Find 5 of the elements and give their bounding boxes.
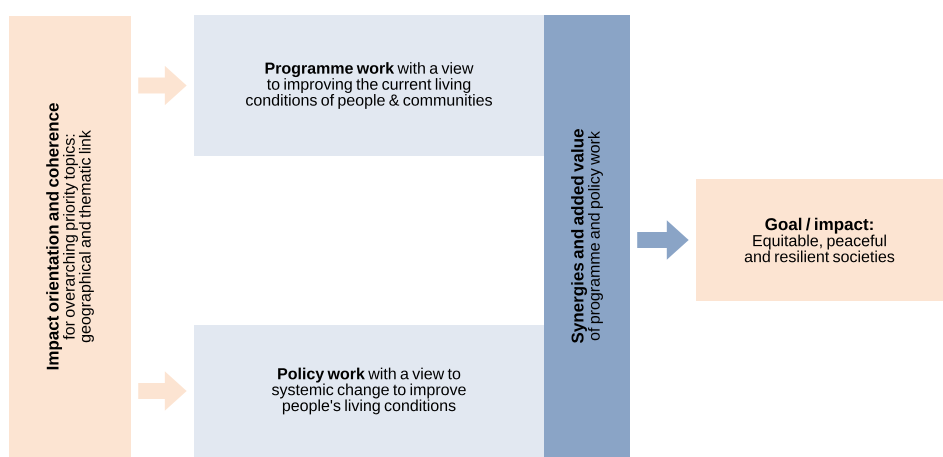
- text-box: Programme work with a view to improving the current living conditions of people & communities: [194, 15, 544, 156]
- side-band: Impact orientation and coherence for overarching priority topics: geographical and thematic link: [9, 16, 131, 457]
- goal-box: Goal / impact: Equitable, peaceful and resilient societies: [696, 179, 943, 301]
- side-band: Synergies and added value of programme and policy work: [544, 15, 630, 457]
- text-box: Policy work with a view to systemic change to improve people's living conditions: [194, 324, 544, 457]
